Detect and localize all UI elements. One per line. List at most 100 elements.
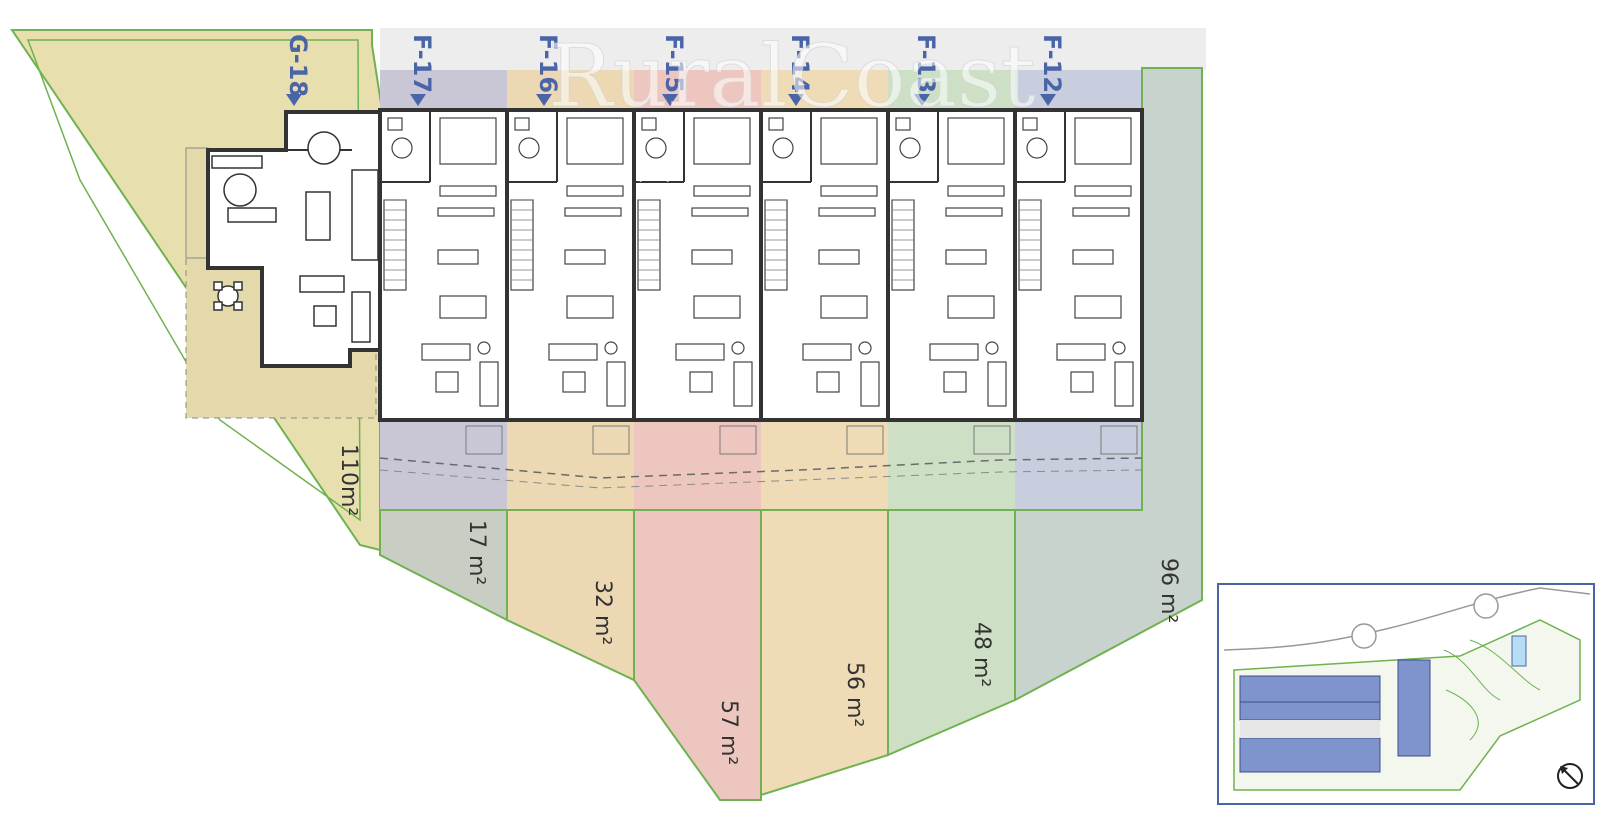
lamp (1112, 341, 1126, 355)
terrace-skylight (719, 425, 757, 455)
key-map-block-4 (1397, 659, 1431, 757)
plot-f13-front (888, 70, 1015, 110)
unit-label-f12: F-12 (1038, 34, 1066, 93)
g18-side-terrace (185, 147, 209, 259)
stairs (764, 199, 788, 291)
sofa (802, 343, 852, 361)
kitchen-island (437, 249, 479, 265)
coffee-table (435, 371, 459, 393)
kitchen-counter (691, 207, 749, 217)
stairs (891, 199, 915, 291)
area-label-f13: 48 m² (969, 622, 994, 687)
plot-f15-front (634, 70, 761, 110)
dining-table (693, 295, 741, 319)
key-map-block-1 (1239, 675, 1381, 703)
townhouses (378, 108, 1144, 455)
area-label-f12: 96 m² (1156, 558, 1181, 623)
armchair (733, 361, 753, 407)
g18-round-table (223, 173, 257, 207)
stairs (637, 199, 661, 291)
g18-coffee-table (313, 305, 337, 327)
stairs (510, 199, 534, 291)
site-key-map (1217, 583, 1595, 805)
key-map-block-3 (1239, 737, 1381, 773)
unit-label-f14: F-14 (786, 34, 814, 93)
plot-f16-terrace (507, 422, 634, 510)
bath-fixture (1026, 137, 1048, 159)
unit-arrows (286, 94, 1056, 106)
area-label-f15: 57 m² (716, 700, 741, 765)
toilet (768, 117, 784, 131)
dining-table (947, 295, 995, 319)
down-arrow-icon (788, 94, 804, 106)
down-arrow-icon (536, 94, 552, 106)
dining-table (566, 295, 614, 319)
plot-f14-terrace (761, 422, 888, 510)
key-map-courtyard (1240, 720, 1380, 738)
sofa (675, 343, 725, 361)
house-g18-walls (206, 110, 382, 368)
toilet (514, 117, 530, 131)
down-arrow-icon (914, 94, 930, 106)
plot-f13-terrace (888, 422, 1015, 510)
house-g18 (206, 110, 382, 368)
g18-armchair (351, 291, 371, 343)
plot-f16-front (507, 70, 634, 110)
plot-f12-terrace (1015, 422, 1142, 510)
townhouse (1013, 108, 1144, 455)
compass-icon (1557, 763, 1583, 789)
townhouse (632, 108, 763, 455)
bed (566, 117, 624, 165)
unit-label-f15: F-15 (660, 34, 688, 93)
armchair (1114, 361, 1134, 407)
plot-f13-garden (887, 509, 1016, 757)
unit-labels: G-18 F-17 F-16 F-15 F-14 F-13 F-12 (284, 34, 1066, 97)
bed (1074, 117, 1132, 165)
area-label-f14: 56 m² (842, 662, 867, 727)
bath-fixture (391, 137, 413, 159)
unit-label-g18: G-18 (284, 34, 312, 97)
toilet (641, 117, 657, 131)
watermark-text: RuralCoast (548, 27, 1036, 127)
toilet (387, 117, 403, 131)
kitchen-island (818, 249, 860, 265)
wardrobe (1074, 185, 1132, 197)
coffee-table (1070, 371, 1094, 393)
townhouse (759, 108, 890, 455)
coffee-table (689, 371, 713, 393)
lamp (858, 341, 872, 355)
plot-f14-front (761, 70, 888, 110)
kitchen-island (1072, 249, 1114, 265)
bath-fixture (899, 137, 921, 159)
unit-label-f13: F-13 (912, 34, 940, 93)
bed (947, 117, 1005, 165)
dining-table (439, 295, 487, 319)
area-labels: 110m² 17 m² 32 m² 57 m² 56 m² 48 m² 96 m… (336, 444, 1181, 765)
plot-f15-garden (633, 509, 762, 801)
g18-outdoor-table (213, 281, 243, 311)
terrace-dashed-line-2 (379, 469, 1143, 489)
kitchen-counter (564, 207, 622, 217)
watermark: RuralCoast ..... (548, 27, 1037, 187)
terrace-dashed-line (379, 457, 1143, 479)
g18-dining-table (305, 191, 331, 241)
down-arrow-icon (662, 94, 678, 106)
lamp (985, 341, 999, 355)
key-map-paths (1443, 639, 1541, 741)
townhouse (378, 108, 509, 455)
terrace-skylight (1100, 425, 1138, 455)
g18-kitchen-counter (211, 155, 263, 169)
coffee-table (816, 371, 840, 393)
key-map-road (1223, 587, 1591, 651)
area-label-f17: 17 m² (464, 520, 489, 585)
terrace-skylight (465, 425, 503, 455)
kitchen-island (945, 249, 987, 265)
g18-stairs (351, 169, 379, 261)
bed (439, 117, 497, 165)
g18-sofa (299, 275, 345, 293)
wardrobe (693, 185, 751, 197)
top-strip (380, 28, 1206, 70)
kitchen-counter (437, 207, 495, 217)
toilet (895, 117, 911, 131)
